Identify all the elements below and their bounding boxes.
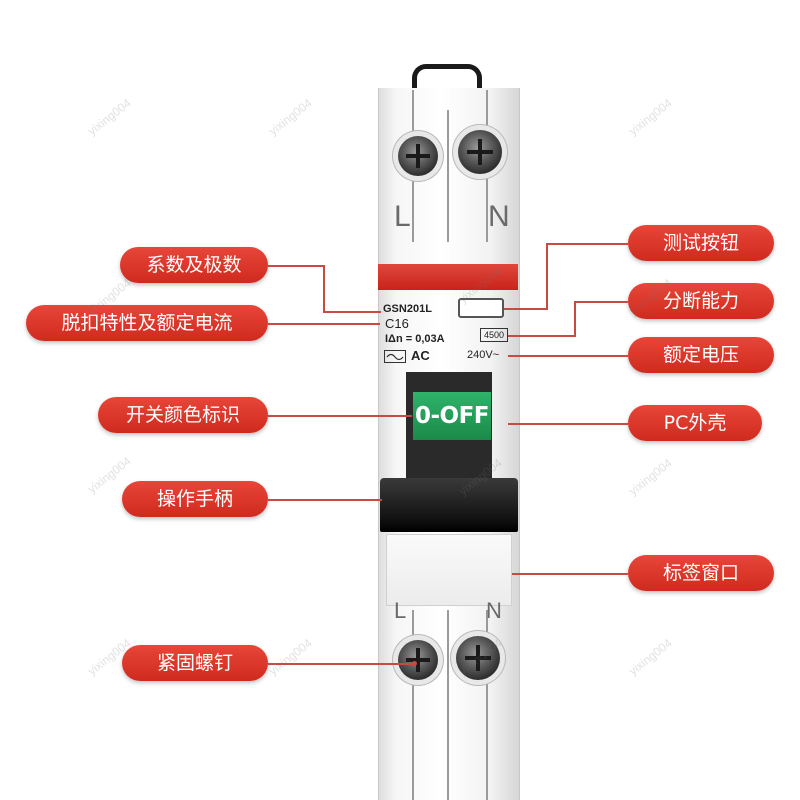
watermark: yixing004 [266,635,315,679]
callout-pc-housing: PC外壳 [628,405,762,441]
residual-type: AC [411,348,430,363]
pole-divider-bottom-left [412,610,414,800]
terminal-screw-icon [398,136,438,176]
watermark: yixing004 [626,455,675,499]
leader-line [512,573,628,575]
off-status-indicator: 0-OFF [413,392,491,440]
leader-line [508,335,576,337]
label-window [386,534,512,606]
rated-voltage: 240V~ [467,349,500,361]
callout-fastening-screw: 紧固螺钉 [122,645,268,681]
callout-operating-handle: 操作手柄 [122,481,268,517]
breaking-capacity-box: 4500 [480,328,508,342]
ac-wave-icon [384,350,406,363]
watermark: yixing004 [626,95,675,139]
callout-rated-voltage: 额定电压 [628,337,774,373]
callout-trip-characteristic: 脱扣特性及额定电流 [26,305,268,341]
leader-line [574,301,628,303]
watermark: yixing004 [266,95,315,139]
model-number: GSN201L [383,303,432,315]
leader-line [574,301,576,336]
terminal-screw-icon [458,130,502,174]
terminal-label-l: L [394,200,411,233]
pole-divider-bottom-right [486,610,488,800]
callout-switch-color: 开关颜色标识 [98,397,268,433]
leader-line [268,499,382,501]
callout-breaking-capacity: 分断能力 [628,283,774,319]
watermark: yixing004 [85,95,134,139]
leader-line [546,243,548,309]
leader-line [508,423,628,425]
test-button[interactable] [458,298,504,318]
callout-test-button: 测试按钮 [628,225,774,261]
leader-line [504,308,548,310]
red-identification-band [378,264,518,290]
watermark: yixing004 [626,635,675,679]
leader-dot [412,661,417,666]
operating-handle[interactable] [380,478,518,532]
tripping-curve-rating: C16 [385,316,409,331]
leader-line [268,265,324,267]
callout-label-window: 标签窗口 [628,555,774,591]
pole-divider-top-center [447,110,449,242]
leader-line [268,323,380,325]
terminal-label-n: N [488,200,510,233]
leader-line [268,663,414,665]
leader-line [323,311,381,313]
leader-line [268,415,412,417]
terminal-label-n: N [486,598,502,623]
callout-series-and-poles: 系数及极数 [120,247,268,283]
terminal-label-l: L [394,598,407,623]
residual-current-rating: IΔn = 0,03A [385,333,445,345]
leader-line [323,265,325,312]
terminal-screw-icon [398,640,438,680]
leader-line [508,355,628,357]
pole-divider-bottom-center [447,610,449,800]
terminal-screw-icon [456,636,500,680]
leader-line [546,243,628,245]
din-rail-clip [412,64,482,94]
